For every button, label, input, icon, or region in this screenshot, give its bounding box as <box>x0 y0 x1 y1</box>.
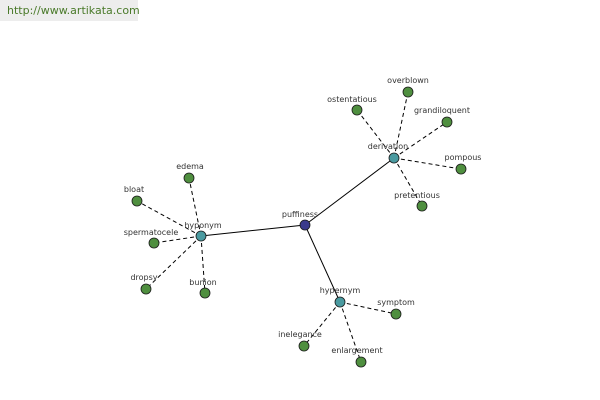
edge-derivation-grandiloquent <box>393 121 448 159</box>
edge-hyponym-dropsy <box>145 235 202 290</box>
label-inelegance: inelegance <box>278 330 322 339</box>
edge-hypernym-inelegance <box>303 301 341 347</box>
edge-center-hyponym <box>200 224 306 237</box>
node-inelegance[interactable] <box>298 340 310 352</box>
label-symptom: symptom <box>377 298 415 307</box>
label-enlargement: enlargement <box>331 346 382 355</box>
label-grandiloquent: grandiloquent <box>414 106 470 115</box>
label-edema: edema <box>176 162 204 171</box>
edge-derivation-pretentious <box>393 157 423 207</box>
edge-center-hypernym <box>304 224 341 303</box>
label-relation-hypernym: hypernym <box>320 286 361 295</box>
edge-hypernym-enlargement <box>339 301 362 363</box>
node-overblown[interactable] <box>402 86 414 98</box>
node-symptom[interactable] <box>390 308 402 320</box>
node-ostentatious[interactable] <box>351 104 363 116</box>
label-relation-hyponym: hyponym <box>184 221 222 230</box>
edge-hyponym-edema <box>188 177 202 237</box>
edge-hyponym-bloat <box>136 200 202 237</box>
label-bunion: bunion <box>189 278 216 287</box>
label-bloat: bloat <box>124 185 144 194</box>
edge-hypernym-symptom <box>339 301 397 315</box>
edge-center-derivation <box>304 157 395 226</box>
node-enlargement[interactable] <box>355 356 367 368</box>
node-relation-hypernym[interactable] <box>334 296 346 308</box>
label-spermatocele: spermatocele <box>124 228 179 237</box>
label-pompous: pompous <box>445 153 482 162</box>
edge-derivation-ostentatious <box>356 109 395 159</box>
node-relation-derivation[interactable] <box>388 152 400 164</box>
node-dropsy[interactable] <box>140 283 152 295</box>
node-bunion[interactable] <box>199 287 211 299</box>
edge-hyponym-spermatocele <box>153 235 202 244</box>
label-dropsy: dropsy <box>130 273 157 282</box>
node-spermatocele[interactable] <box>148 237 160 249</box>
node-relation-hyponym[interactable] <box>195 230 207 242</box>
edge-derivation-overblown <box>393 91 409 159</box>
node-center[interactable] <box>299 219 311 231</box>
url-banner: http://www.artikata.com <box>0 0 140 21</box>
label-pretentious: pretentious <box>394 191 440 200</box>
label-center: puffiness <box>282 210 318 219</box>
label-overblown: overblown <box>387 76 429 85</box>
node-bloat[interactable] <box>131 195 143 207</box>
url-link[interactable]: http://www.artikata.com <box>7 4 140 17</box>
node-pompous[interactable] <box>455 163 467 175</box>
node-pretentious[interactable] <box>416 200 428 212</box>
edge-derivation-pompous <box>393 157 462 170</box>
label-relation-derivation: derivation <box>368 142 408 151</box>
node-edema[interactable] <box>183 172 195 184</box>
node-grandiloquent[interactable] <box>441 116 453 128</box>
label-ostentatious: ostentatious <box>327 95 377 104</box>
edge-hyponym-bunion <box>200 235 206 294</box>
